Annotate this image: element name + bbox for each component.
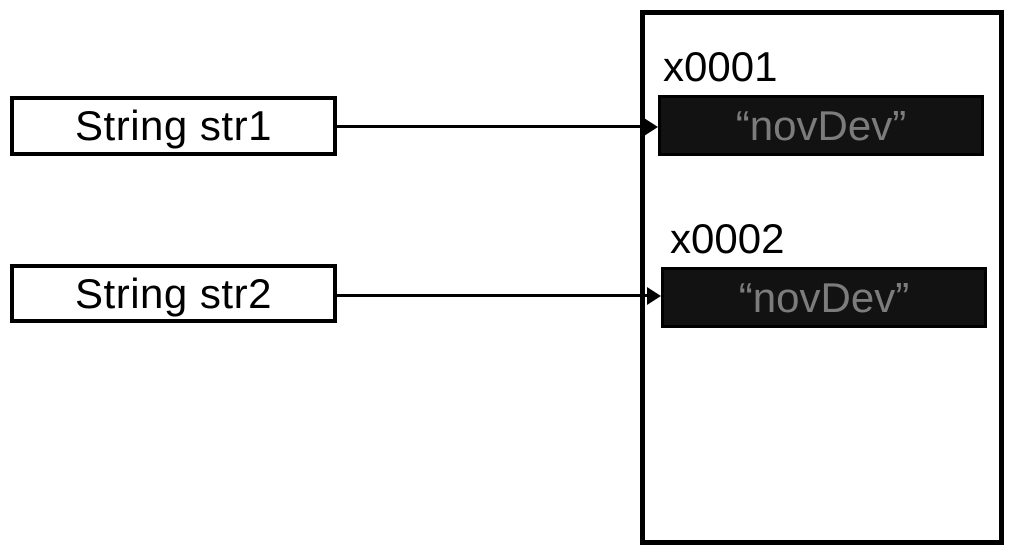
pointer-arrow-head-str1: [644, 118, 658, 136]
string-ref-label-str1: String str1: [75, 102, 272, 149]
pointer-arrow-head-str2: [647, 287, 661, 305]
pointer-arrow-line-str1: [335, 125, 644, 128]
string-ref-box-str2: String str2: [10, 264, 337, 323]
heap-address-label-x0001: x0001: [663, 43, 778, 90]
pointer-arrow-line-str2: [335, 294, 647, 297]
string-ref-label-str2: String str2: [75, 269, 272, 317]
heap-address-label-x0002: x0002: [670, 215, 785, 262]
heap-object-box-x0002: “novDev”: [661, 267, 987, 328]
heap-object-box-x0001: “novDev”: [658, 95, 984, 156]
heap-object-value-x0001: “novDev”: [735, 101, 907, 149]
string-ref-box-str1: String str1: [10, 96, 337, 156]
heap-object-value-x0002: “novDev”: [738, 273, 910, 321]
